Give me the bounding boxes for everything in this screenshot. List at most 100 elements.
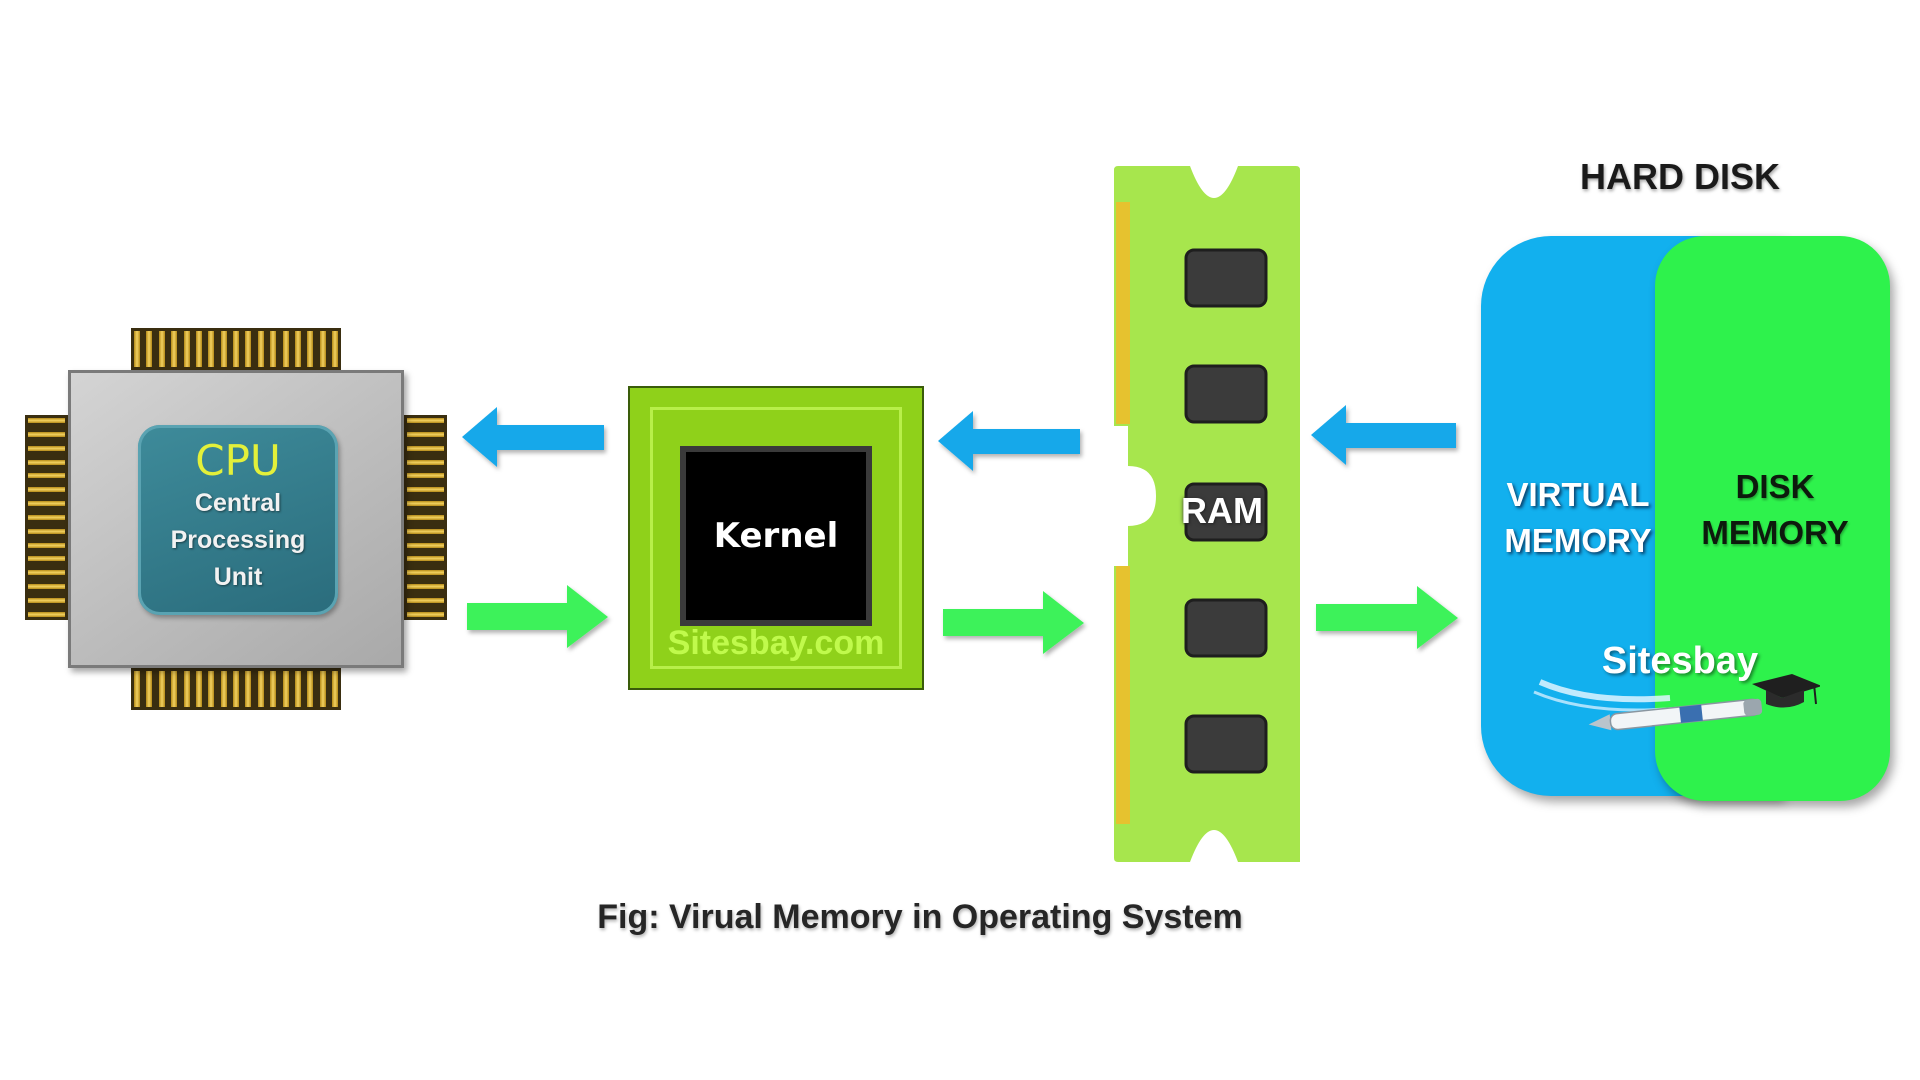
cpu-pin [407, 501, 444, 507]
arrow-cpu-to-kernel [467, 585, 608, 648]
cpu-pin [134, 671, 140, 707]
logo-swoosh [1538, 679, 1671, 703]
ram-stick [1114, 166, 1300, 862]
disk-memory-label-line2: MEMORY [1701, 514, 1849, 551]
cpu-pin [407, 418, 444, 423]
cpu-pin [407, 459, 444, 465]
cpu-chip: CPU Central Processing Unit [138, 425, 338, 615]
cpu-pins-right [404, 415, 447, 620]
cpu-pin [28, 528, 65, 534]
cpu-pin [407, 611, 444, 617]
ram-contact-strip-top [1116, 202, 1130, 424]
cpu-pin [146, 331, 153, 367]
cpu-pin [146, 671, 153, 707]
kernel-label: Kernel [713, 516, 839, 556]
cpu-pin [28, 542, 65, 548]
cpu-pin [158, 331, 165, 367]
cpu-pin [134, 331, 140, 367]
kernel-watermark: Sitesbay.com [667, 624, 885, 662]
cpu-subtitle-line1: Central [194, 488, 282, 517]
cpu-pin [407, 528, 444, 534]
cpu-pin [208, 671, 215, 707]
cpu-pin [220, 331, 227, 367]
cpu-pin [407, 542, 444, 548]
cpu-pin [319, 331, 326, 367]
cpu-pin [282, 671, 289, 707]
cpu-pin [307, 331, 314, 367]
cpu-pin [28, 459, 65, 465]
cpu-pin [294, 331, 301, 367]
ram-chip-4 [1184, 598, 1268, 658]
arrow-ram-to-disk [1316, 586, 1458, 649]
cpu-pin [319, 671, 326, 707]
ram-contact-strip-bottom [1116, 566, 1130, 824]
arrow-kernel-to-cpu [462, 407, 604, 467]
arrow-kernel-to-ram [943, 591, 1084, 654]
cpu-subtitle-line2: Processing [170, 525, 306, 554]
cpu-pin [28, 431, 65, 437]
cpu-pin [220, 671, 227, 707]
cpu-pin [183, 671, 190, 707]
cpu-pin [407, 431, 444, 437]
cpu-pin [171, 671, 178, 707]
disk-memory-label: DISK MEMORY [1675, 464, 1875, 556]
cpu-pin [28, 445, 65, 451]
kernel-inner-frame [650, 407, 902, 669]
cpu-pin [171, 331, 178, 367]
cpu-pin [407, 597, 444, 603]
cpu-pin [28, 501, 65, 507]
cpu-subtitle-line3: Unit [213, 562, 263, 591]
cpu-pin [282, 331, 289, 367]
cpu-pin [332, 331, 338, 367]
ram-chip-2 [1184, 364, 1268, 424]
cpu-pin [407, 445, 444, 451]
cpu-pin [407, 473, 444, 479]
virtual-memory-label-line1: VIRTUAL [1506, 476, 1650, 513]
cpu-pin [28, 514, 65, 520]
ram-chip-1 [1184, 248, 1268, 308]
figure-caption: Fig: Virual Memory in Operating System [597, 898, 1243, 936]
cpu-pin [307, 671, 314, 707]
cpu-pin [28, 570, 65, 576]
cpu-pin [183, 331, 190, 367]
cpu-pin [407, 514, 444, 520]
cpu-pin [407, 487, 444, 493]
pen-icon [1588, 698, 1763, 731]
cpu-pin [257, 331, 264, 367]
cpu-pin [245, 331, 252, 367]
cpu-pin [294, 671, 301, 707]
virtual-memory-label-line2: MEMORY [1504, 522, 1652, 559]
cpu-pin [270, 671, 277, 707]
cpu-pin [233, 331, 239, 367]
cpu-pin [245, 671, 252, 707]
ram-chip-3 [1184, 482, 1268, 542]
cpu-pin [195, 671, 202, 707]
disk-memory-label-line1: DISK [1735, 468, 1815, 505]
cpu-pin [407, 584, 444, 590]
cpu-pin [332, 671, 338, 707]
kernel-chip: Kernel [680, 446, 872, 626]
cpu-pins-top [131, 328, 341, 370]
cpu-pin [28, 556, 65, 562]
graduation-cap-icon [1752, 674, 1820, 708]
sitesbay-logo-text: Sitesbay [1601, 640, 1759, 682]
cpu-pin [28, 473, 65, 479]
cpu-pin [28, 597, 65, 603]
virtual-memory-label: VIRTUAL MEMORY [1478, 472, 1678, 564]
cpu-pin [28, 611, 65, 617]
cpu-pin [28, 487, 65, 493]
cpu-title: CPU [195, 435, 281, 485]
cpu-pins-bottom [131, 668, 341, 710]
cpu-pins-left [25, 415, 68, 620]
cpu-pin [407, 556, 444, 562]
cpu-pin [28, 418, 65, 423]
cpu-pin [257, 671, 264, 707]
hard-disk-title: HARD DISK [1579, 156, 1780, 197]
cpu-pin [270, 331, 277, 367]
cpu-pin [233, 671, 239, 707]
ram-chip-5 [1184, 714, 1268, 774]
cpu-pin [407, 570, 444, 576]
cpu-pin [28, 584, 65, 590]
